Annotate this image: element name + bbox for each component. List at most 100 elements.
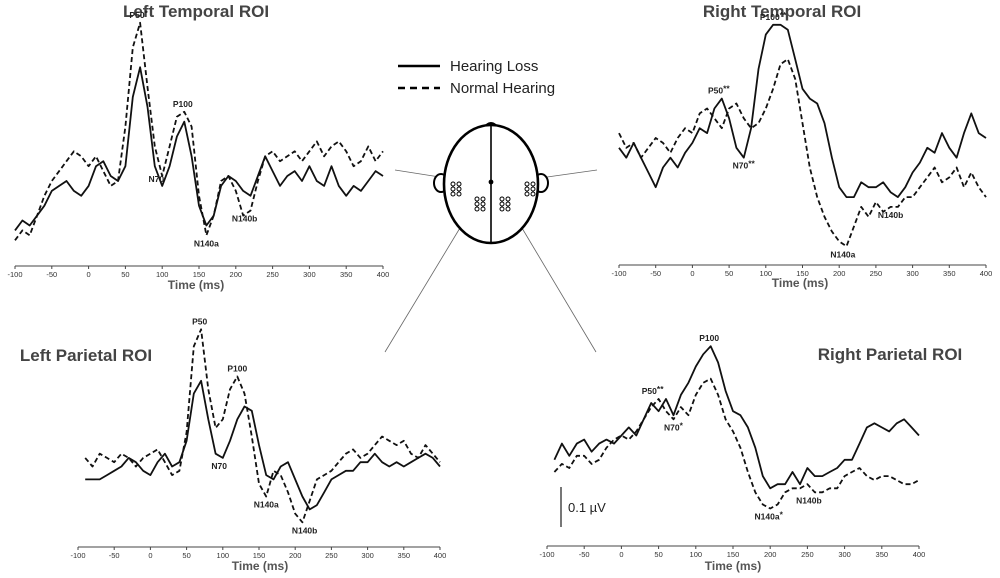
x-tick-label: 300: [361, 551, 374, 560]
x-tick-label: 150: [796, 269, 809, 278]
electrode-dot: [524, 186, 530, 192]
x-tick-label: 400: [913, 550, 926, 559]
x-tick-label: -100: [611, 269, 626, 278]
x-tick-label: 0: [619, 550, 623, 559]
electrode-dot: [480, 206, 486, 212]
x-tick-label: 350: [340, 270, 353, 279]
x-tick-label: 200: [764, 550, 777, 559]
peak-label-p50: P50*: [129, 8, 148, 20]
x-axis-label-left-temporal: Time (ms): [168, 278, 224, 292]
x-tick-label: -50: [46, 270, 57, 279]
x-axis-label-right-temporal: Time (ms): [772, 276, 828, 290]
x-tick-label: 400: [434, 551, 447, 560]
scale-bar: 0.1 µV: [560, 487, 606, 527]
peak-name: P50: [129, 10, 144, 20]
x-tick-label: 50: [121, 270, 129, 279]
hearing-loss-line: [618, 23, 987, 198]
x-tick-label: 100: [760, 269, 773, 278]
significance-mark: *: [680, 420, 684, 430]
peak-label-n140a: N140a: [830, 249, 855, 259]
x-tick-label: 50: [654, 550, 662, 559]
x-tick-label: 100: [690, 550, 703, 559]
x-tick-label: 350: [943, 269, 956, 278]
peak-name: P50: [708, 86, 723, 96]
x-tick-label: -50: [579, 550, 590, 559]
x-tick-label: 50: [182, 551, 190, 560]
significance-mark: *: [145, 8, 149, 18]
electrode-dot: [456, 191, 462, 197]
x-tick-label: 100: [156, 270, 169, 279]
electrode-dot: [499, 201, 505, 207]
peak-label-p100: P100: [699, 333, 719, 343]
x-tick-label: 200: [230, 270, 243, 279]
x-axis-label-left-parietal: Time (ms): [232, 559, 288, 573]
significance-mark: **: [723, 84, 730, 94]
normal-hearing-line: [618, 58, 987, 248]
peak-label-n140a: N140a*: [755, 510, 784, 522]
peak-label-n140a: N140a: [194, 238, 219, 248]
electrode-dot: [505, 206, 511, 212]
legend-label-normal-hearing: Normal Hearing: [450, 80, 555, 97]
panel-title-right-temporal: Right Temporal ROI: [703, 2, 861, 21]
x-tick-label: 250: [266, 270, 279, 279]
x-tick-label: 0: [690, 269, 694, 278]
electrode-dot: [474, 201, 480, 207]
electrode-dot: [474, 206, 480, 212]
peak-name: N140b: [292, 525, 318, 535]
connector-line: [539, 169, 598, 179]
electrode-dot: [530, 191, 536, 197]
x-tick-label: 150: [727, 550, 740, 559]
electrode-dot: [505, 196, 511, 202]
peak-label-n70: N70: [211, 461, 227, 471]
electrode-dot: [499, 196, 505, 202]
peak-label-n70: N70*: [664, 420, 684, 432]
peak-label-n70: N70: [149, 174, 165, 184]
x-tick-label: 0: [148, 551, 152, 560]
peak-name: P50: [642, 386, 657, 396]
normal-hearing-line: [84, 328, 441, 524]
peak-name: N140a: [254, 500, 279, 510]
hearing-loss-line: [553, 345, 920, 490]
x-tick-label: 350: [398, 551, 411, 560]
x-tick-label: 300: [838, 550, 851, 559]
x-tick-label: 300: [906, 269, 919, 278]
x-tick-label: -50: [109, 551, 120, 560]
peak-label-p50: P50**: [708, 84, 730, 96]
electrode-dot: [524, 181, 530, 187]
x-tick-label: 150: [193, 270, 206, 279]
x-tick-label: 150: [253, 551, 266, 560]
electrode-group: [450, 181, 536, 212]
significance-mark: **: [748, 159, 755, 169]
x-tick-label: 50: [725, 269, 733, 278]
peak-label-n140b: N140b: [878, 210, 904, 220]
hearing-loss-line: [14, 66, 384, 231]
peak-name: N140b: [878, 210, 904, 220]
peak-name: N70: [733, 161, 749, 171]
x-tick-label: 400: [377, 270, 390, 279]
peak-name: P100: [227, 363, 247, 373]
panel-title-left-parietal: Left Parietal ROI: [20, 346, 152, 365]
x-tick-label: -100: [7, 270, 22, 279]
peak-name: P50: [192, 316, 207, 326]
electrode-dot: [530, 181, 536, 187]
peak-label-n140b: N140b: [292, 525, 318, 535]
legend: Hearing Loss Normal Hearing: [398, 58, 555, 97]
peak-name: N140a: [755, 512, 780, 522]
x-tick-label: 100: [217, 551, 230, 560]
electrode-dot: [456, 181, 462, 187]
electrode-dot: [450, 181, 456, 187]
peak-label-n140b: N140b: [232, 214, 258, 224]
significance-mark: **: [780, 10, 787, 20]
x-tick-label: 350: [876, 550, 889, 559]
significance-mark: **: [657, 384, 664, 394]
electrode-dot: [480, 196, 486, 202]
peak-name: N140a: [194, 238, 219, 248]
x-tick-label: -100: [70, 551, 85, 560]
scale-bar-label: 0.1 µV: [568, 500, 606, 515]
peak-name: P100: [173, 99, 193, 109]
